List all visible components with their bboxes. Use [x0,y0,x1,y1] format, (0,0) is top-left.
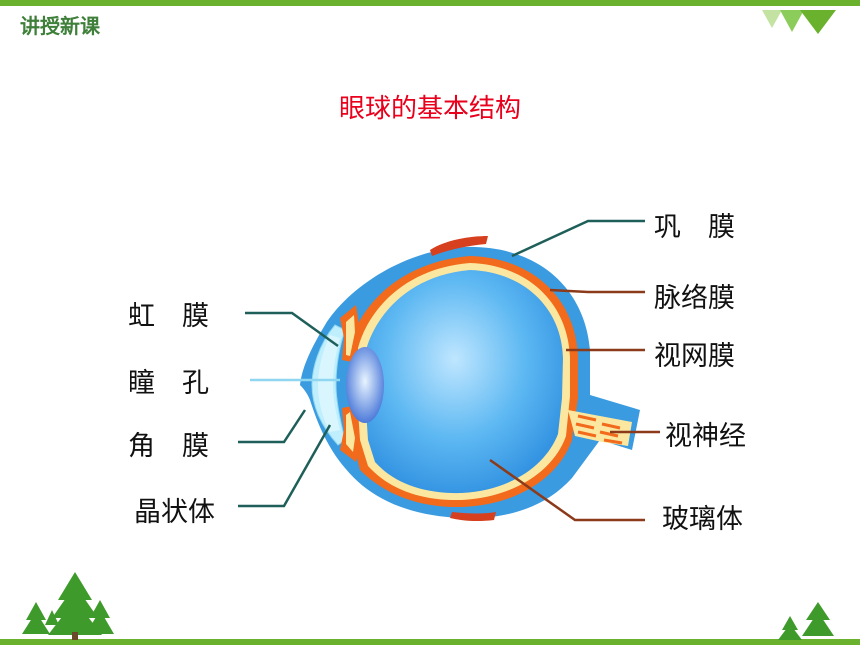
diagram-title: 眼球的基本结构 [338,94,521,124]
label-retina: 视网膜 [654,341,735,372]
decor-triangles [762,10,836,34]
label-optic-nerve: 视神经 [665,421,746,452]
label-choroid: 脉络膜 [654,283,735,314]
leader-lines [238,219,660,522]
label-pupil: 瞳 孔 [128,368,209,399]
label-lens: 晶状体 [134,497,215,528]
label-iris: 虹 膜 [128,301,209,332]
bottom-accent-bar [0,639,860,645]
decor-trees-right [778,602,834,640]
decor-trees-left [22,572,114,640]
optic-nerve-shape [568,410,632,446]
label-cornea: 角 膜 [128,431,209,462]
top-accent-bar [0,0,860,6]
section-tag: 讲授新课 [20,14,100,38]
eyeball [300,236,640,522]
label-vitreous: 玻璃体 [662,504,743,535]
label-sclera: 巩 膜 [654,212,735,243]
